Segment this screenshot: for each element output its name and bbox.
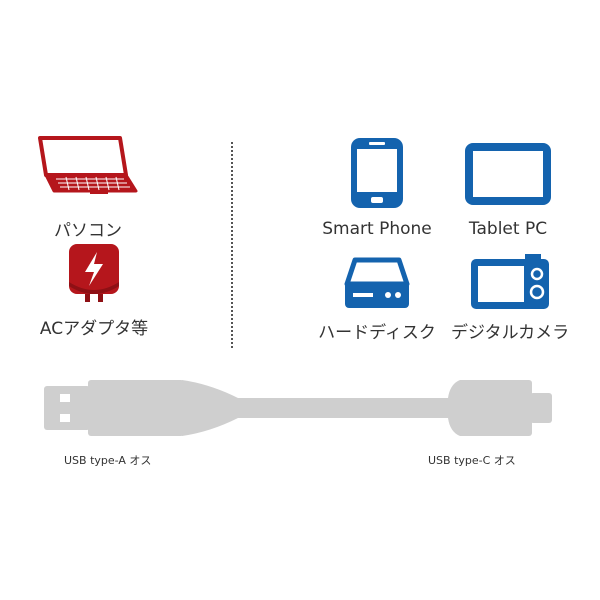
tablet-icon [463,141,553,207]
usb-c-label: USB type-C オス [428,454,516,467]
device-label-tablet: Tablet PC [468,219,548,239]
device-label-smartphone: Smart Phone [322,219,432,239]
hard-disk-icon [343,256,411,310]
device-label-pc: パソコン [54,221,122,241]
usb-a-label: USB type-A オス [64,454,152,467]
usb-a-plug [44,386,90,430]
ac-adapter-icon [67,242,121,304]
smartphone-icon [349,136,405,210]
usb-cable [40,378,560,438]
device-label-hard-disk: ハードディスク [318,323,436,343]
laptop-icon [38,135,138,197]
device-label-ac-adapter: ACアダプタ等 [39,319,149,339]
digital-camera-icon [469,252,551,310]
usb-c-plug [530,393,552,423]
vertical-divider [231,142,233,348]
device-label-camera: デジタルカメラ [451,323,570,343]
